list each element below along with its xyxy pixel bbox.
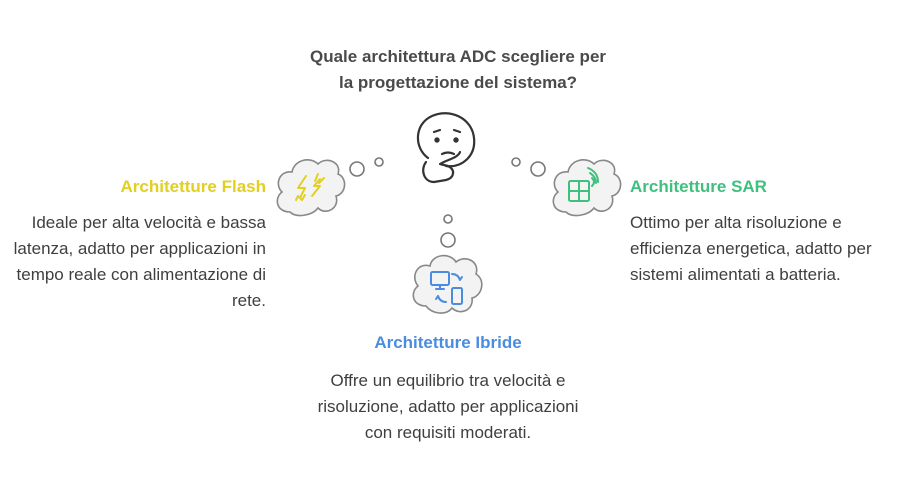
thought-dots-right bbox=[511, 157, 546, 177]
diagram-question: Quale architettura ADC scegliere per la … bbox=[268, 44, 648, 96]
ibride-description: Offre un equilibrio tra velocità e risol… bbox=[317, 371, 579, 442]
thinking-face-icon bbox=[416, 112, 476, 184]
sar-cloud bbox=[552, 159, 622, 217]
devices-sync-icon bbox=[430, 271, 463, 305]
thought-dots-left bbox=[349, 157, 384, 177]
flash-cloud bbox=[276, 159, 346, 217]
flash-title: Architetture Flash bbox=[120, 177, 266, 196]
sar-title: Architetture SAR bbox=[630, 177, 767, 196]
thought-dots-down bbox=[440, 214, 456, 248]
sar-description: Ottimo per alta risoluzione e efficienza… bbox=[630, 213, 872, 284]
flash-description: Ideale per alta velocità e bassa latenza… bbox=[13, 213, 266, 310]
ibride-cloud bbox=[412, 254, 483, 314]
lightning-flash-icon bbox=[295, 173, 325, 201]
question-line-2: la progettazione del sistema? bbox=[338, 73, 578, 92]
question-line-1: Quale architettura ADC scegliere per bbox=[309, 47, 607, 66]
ibride-title: Architetture Ibride bbox=[374, 333, 522, 352]
grid-signal-icon bbox=[568, 167, 599, 202]
